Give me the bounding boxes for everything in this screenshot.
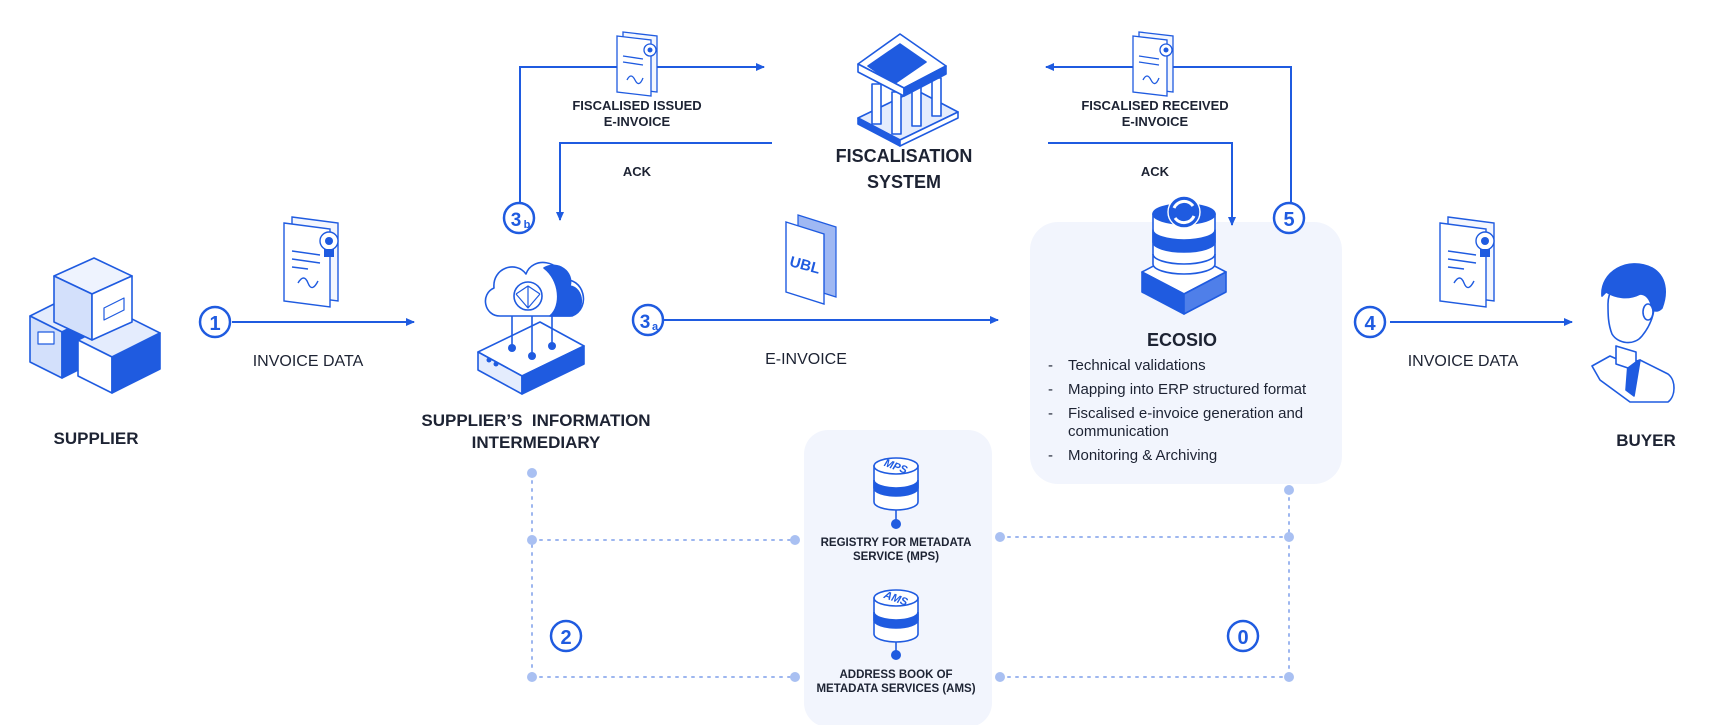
svg-text:0: 0 — [1237, 627, 1248, 649]
step-4: 4 — [1353, 305, 1387, 339]
fiscalised-issued-label-line2: E-INVOICE — [604, 114, 671, 129]
invoice-data-right-label: INVOICE DATA — [1408, 353, 1519, 370]
fiscalisation-label-line2: SYSTEM — [867, 172, 941, 192]
ecosio-database-icon — [1141, 195, 1227, 315]
step-3b: 3 b — [502, 201, 536, 235]
mps-database-icon: MPS — [873, 457, 919, 529]
svg-text:5: 5 — [1283, 209, 1294, 231]
arrow-ack-left — [556, 142, 772, 221]
intermediary-label-line2: INTERMEDIARY — [472, 433, 601, 452]
step-0: 0 — [1226, 619, 1260, 653]
government-building-icon — [857, 33, 959, 147]
arrow-ack-right — [1048, 142, 1236, 226]
metadata-panel — [804, 430, 992, 725]
flow-arrows — [232, 63, 1573, 326]
ecosio-capability-item: Monitoring & Archiving — [1048, 447, 1348, 465]
invoice-document-icon — [1439, 216, 1495, 308]
arrow-fiscalised-received — [1045, 63, 1292, 203]
e-invoice-label: E-INVOICE — [765, 351, 847, 368]
fiscalised-received-label-line1: FISCALISED RECEIVED — [1081, 98, 1228, 113]
invoice-document-icon — [283, 216, 339, 308]
ams-label-line2: METADATA SERVICES (AMS) — [816, 683, 975, 695]
arrow-fiscalised-issued — [519, 63, 765, 203]
svg-text:b: b — [524, 219, 531, 231]
ecosio-capability-item: Mapping into ERP structured format — [1048, 381, 1348, 399]
buyer-person-icon — [1591, 263, 1675, 403]
mps-label-line1: REGISTRY FOR METADATA — [821, 537, 972, 549]
svg-text:3: 3 — [511, 210, 522, 231]
ams-database-icon: AMS — [873, 589, 919, 660]
ack-right-label: ACK — [1141, 164, 1170, 179]
ack-left-label: ACK — [623, 164, 652, 179]
ecosio-capabilities-list: Technical validations Mapping into ERP s… — [1048, 357, 1348, 471]
mps-label-line2: SERVICE (MPS) — [853, 551, 939, 563]
ecosio-capability-item: Fiscalised e-invoice generation and comm… — [1048, 405, 1348, 441]
svg-text:1: 1 — [209, 313, 220, 335]
intermediary-label-line1: SUPPLIER’S INFORMATION — [421, 411, 650, 430]
ams-label-line1: ADDRESS BOOK OF — [839, 669, 952, 681]
fiscalised-document-icon — [616, 31, 658, 97]
buyer-label: BUYER — [1616, 431, 1676, 450]
fiscalised-issued-label-line1: FISCALISED ISSUED — [572, 98, 701, 113]
step-3a: 3 a — [631, 303, 665, 337]
svg-text:2: 2 — [560, 627, 571, 649]
dotted-connectors — [531, 472, 1290, 678]
svg-text:3: 3 — [640, 312, 651, 333]
supplier-boxes-icon — [29, 257, 161, 394]
fiscalised-document-icon — [1132, 31, 1174, 97]
cloud-server-icon — [477, 261, 585, 395]
ecosio-label: ECOSIO — [1147, 330, 1217, 350]
fiscalisation-label-line1: FISCALISATION — [836, 146, 973, 166]
ubl-file-icon: UBL — [785, 214, 837, 305]
svg-text:4: 4 — [1364, 313, 1376, 335]
svg-text:a: a — [652, 321, 659, 333]
step-5: 5 — [1272, 201, 1306, 235]
step-1: 1 — [198, 305, 232, 339]
connector-dots — [527, 468, 1294, 682]
step-2: 2 — [549, 619, 583, 653]
fiscalised-received-label-line2: E-INVOICE — [1122, 114, 1189, 129]
ecosio-capability-item: Technical validations — [1048, 357, 1348, 375]
invoice-data-left-label: INVOICE DATA — [253, 353, 364, 370]
supplier-label: SUPPLIER — [53, 429, 138, 448]
